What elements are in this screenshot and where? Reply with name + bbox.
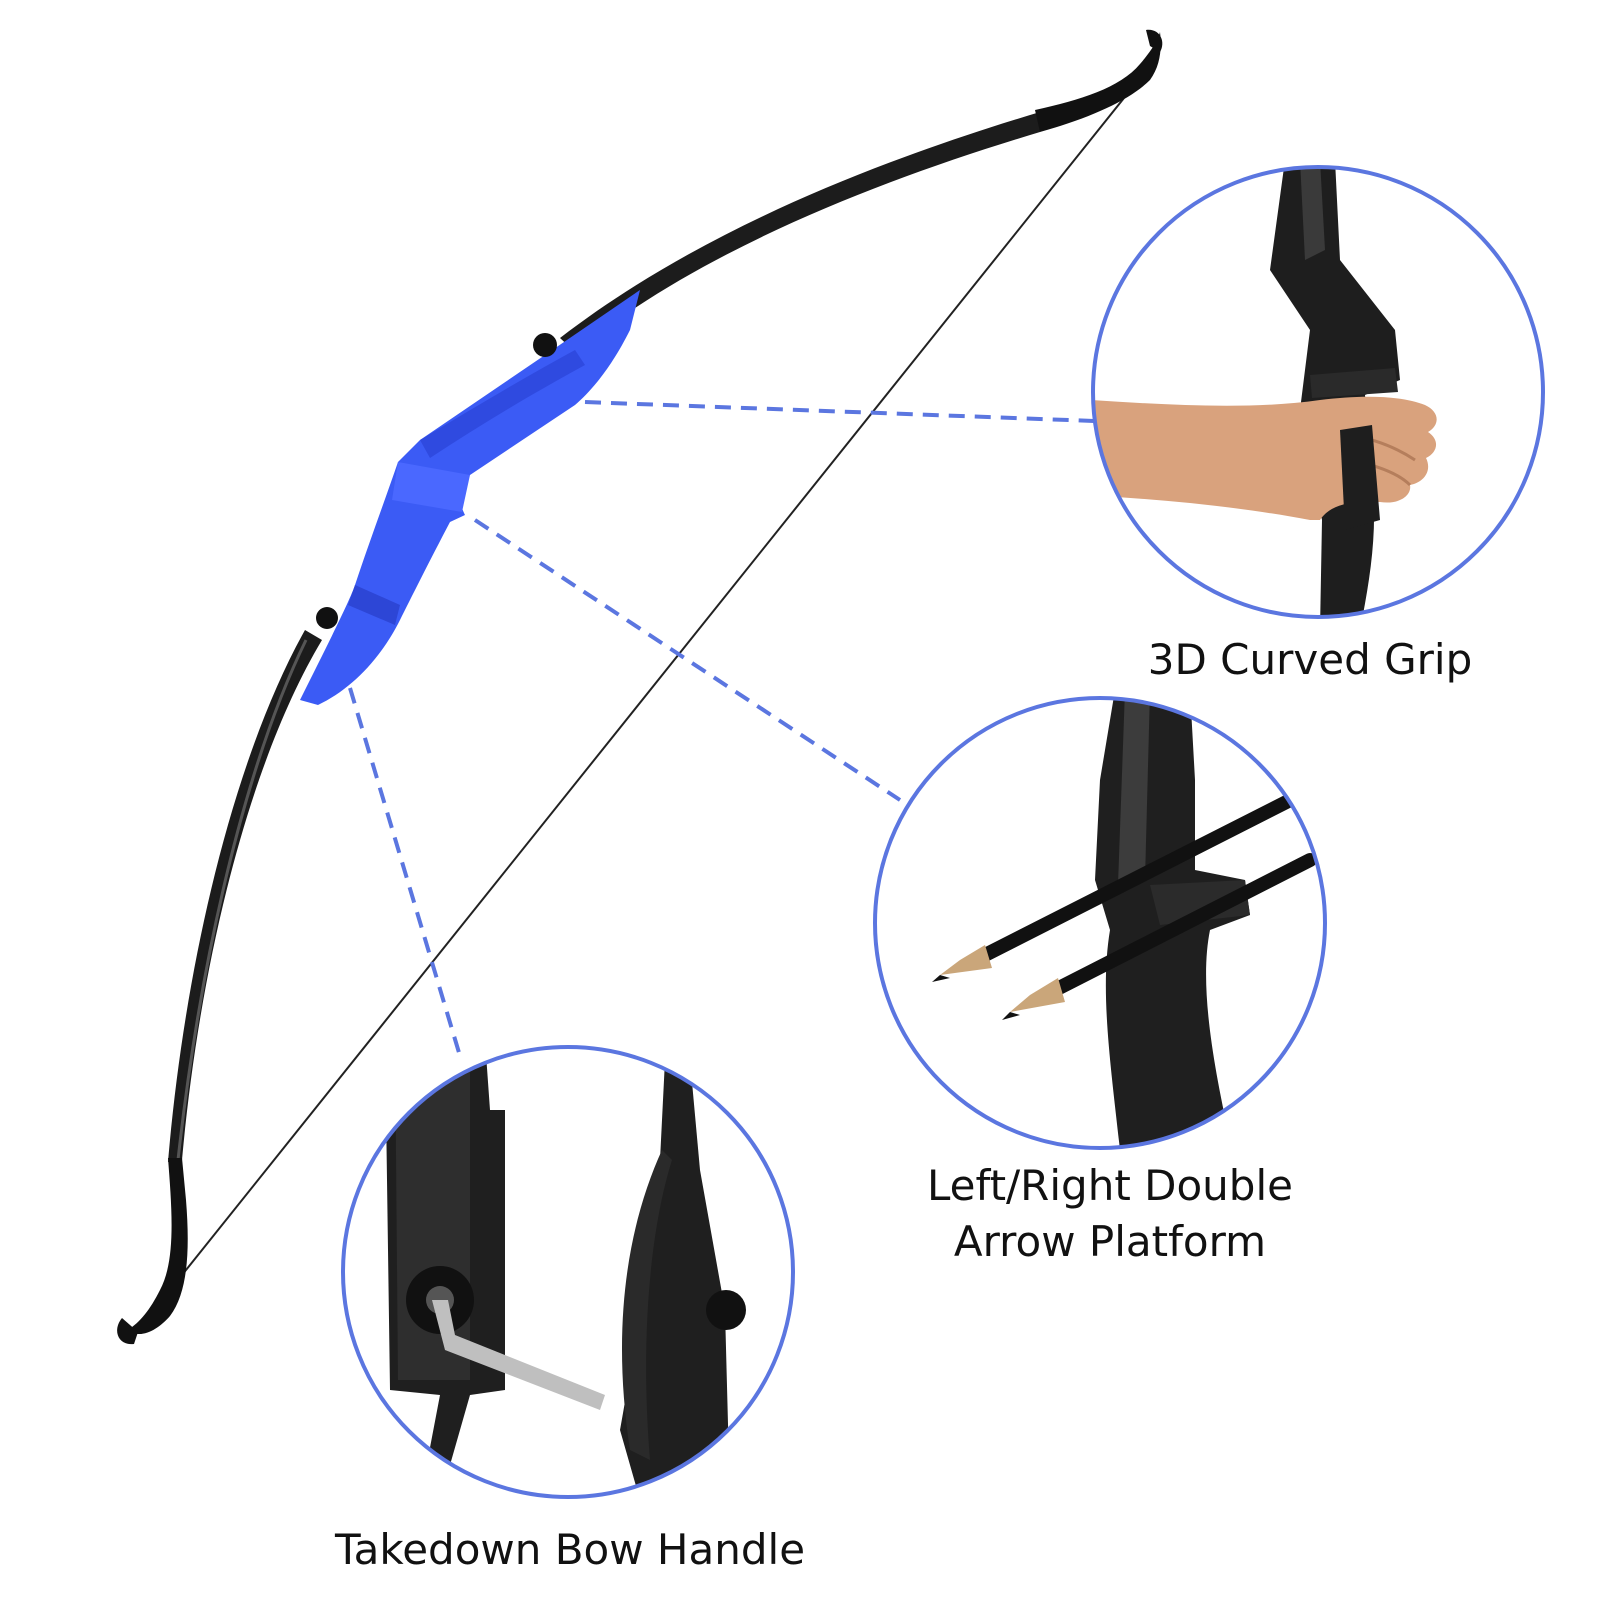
arrow-platform-detail-circle xyxy=(873,696,1327,1150)
leader-line-handle xyxy=(348,687,462,1057)
bow-riser xyxy=(300,290,640,705)
limb-section xyxy=(620,1060,730,1497)
arrow-platform-caption: Left/Right Double Arrow Platform xyxy=(880,1158,1340,1270)
takedown-handle-caption: Takedown Bow Handle xyxy=(270,1522,870,1578)
arrow-tip-lower xyxy=(1010,978,1065,1012)
arrow-tip-upper xyxy=(940,945,992,975)
grip-detail-circle xyxy=(1091,165,1545,619)
arrow-shaft-upper xyxy=(978,783,1317,962)
arrow-shaft-lower xyxy=(1048,853,1317,997)
leader-line-grip xyxy=(584,400,1095,423)
leader-line-arrow-platform xyxy=(473,518,902,802)
grip-caption-text: 3D Curved Grip xyxy=(1147,635,1473,684)
lower-limb xyxy=(117,630,322,1345)
takedown-handle-caption-text: Takedown Bow Handle xyxy=(334,1525,806,1574)
arrow-platform-caption-line2: Arrow Platform xyxy=(953,1217,1267,1266)
bow-string xyxy=(177,87,1133,1281)
grip-caption: 3D Curved Grip xyxy=(1130,632,1490,688)
hex-key xyxy=(432,1300,605,1410)
upper-limb xyxy=(560,29,1163,352)
leader-lines xyxy=(348,400,1095,1057)
arrow-platform-caption-line1: Left/Right Double xyxy=(927,1161,1293,1210)
takedown-handle-detail-circle xyxy=(341,1045,795,1499)
